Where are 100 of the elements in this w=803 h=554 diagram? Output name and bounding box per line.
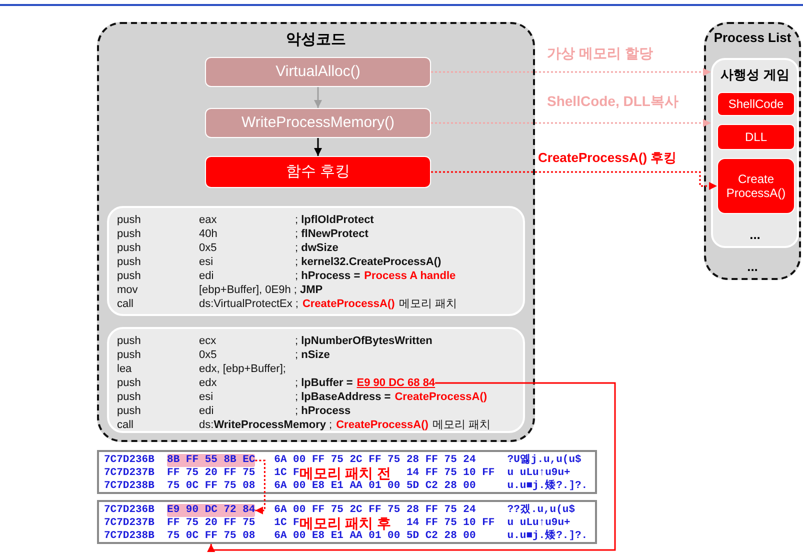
hex-text: 7C7D237B [104,467,154,480]
highlighted-bytes: 8B FF 55 8B EC [167,454,256,467]
code-text: ; lpflOldProtect [295,214,374,226]
code-text: edx, [ebp+Buffer]; [199,363,286,375]
edge-label: ShellCode, DLL복사 [545,93,680,111]
box-label: VirtualAlloc() [276,63,360,81]
code-text: push [117,228,141,240]
code-text: push [117,242,141,254]
code-text: ds:VirtualProtectEx ; [199,298,298,310]
hex-text: 75 0C FF 75 08 [167,530,256,543]
code-text: [ebp+Buffer], 0E9h ; JMP [199,284,323,296]
code-text: 40h [199,228,218,240]
code-text: ; lpBaseAddress = [295,391,391,403]
code-text: push [117,405,141,417]
hex-text: u uLu↑u9u+ [507,517,570,529]
hex-text: 7C7D238B [104,480,154,493]
box-label: 함수 후킹 [286,163,350,181]
group-box [704,22,801,280]
hex-text: 6A 00 E8 E1 AA 01 00 5D C2 28 00 [274,480,476,493]
code-text: call [117,419,134,431]
process-box [205,57,431,87]
annotation-label: 메모리 패치 전 [299,467,392,480]
hex-text: 7C7D236B [104,504,154,517]
code-text: lea [117,363,132,375]
code-text: ecx [199,335,216,347]
group-title: 악성코드 [285,30,347,49]
code-text: call [117,298,134,310]
group-box [711,58,799,248]
code-text: push [117,391,141,403]
arrow [314,138,322,156]
hex-text: 7C7D236B [104,454,154,467]
code-text: 0x5 [199,349,217,361]
box-label: Create ProcessA() [725,172,787,200]
code-block [107,206,525,316]
ellipsis-text: ... [748,227,762,242]
code-text: ; lpBuffer = [295,377,353,389]
hex-text: 6A 00 FF 75 2C FF 75 28 FF 75 24 [274,454,476,467]
code-text: ; dwSize [295,242,338,254]
code-text: ; kernel32.CreateProcessA() [295,256,442,268]
code-text: ; hProcess [295,405,351,417]
hex-dump-panel [97,450,597,494]
code-text: edi [199,405,214,417]
arrow [207,382,616,552]
code-text: 0x5 [199,242,217,254]
hex-text: u uLu↑u9u+ [507,467,570,479]
process-box [717,124,795,150]
code-text: ; lpNumberOfBytesWritten [295,335,432,347]
code-text: push [117,377,141,389]
group-title: 사행성 게임 [720,66,790,84]
process-box [205,156,431,188]
hex-text: 1C F [274,517,300,530]
process-box [717,92,795,116]
arrow [255,460,266,514]
process-box [717,158,795,214]
highlighted-bytes: E9 90 DC 72 84 [167,504,256,517]
code-text: 메모리 패치 [398,298,457,310]
highlighted-text: E9 90 DC 68 84 [356,377,436,389]
hex-text: ?U옗j.u,u(u$ [507,454,582,467]
code-text: ; hProcess = [295,270,360,282]
hex-text: u.u■j.矮?.]?. [507,480,588,493]
arrow [314,87,322,108]
code-text: CreateProcessA() [394,391,488,403]
arrow [431,119,711,127]
code-text: ; flNewProtect [295,228,368,240]
box-label: WriteProcessMemory() [241,114,395,132]
hex-text: ??겠.u,u(u$ [507,504,576,517]
code-text: mov [117,284,138,296]
arrow [431,171,717,190]
code-text: push [117,349,141,361]
code-text: esi [199,391,214,403]
code-text: ; nSize [295,349,330,361]
hex-text: 6A 00 FF 75 2C FF 75 28 FF 75 24 [274,504,476,517]
hex-text: FF 75 20 FF 75 [167,517,256,530]
code-text: push [117,270,141,282]
code-text: push [117,214,141,226]
code-text: ds:WriteProcessMemory ; [199,419,332,431]
code-block [107,327,525,433]
hex-text: 6A 00 E8 E1 AA 01 00 5D C2 28 00 [274,530,476,543]
arrow [431,68,711,76]
box-label: DLL [744,130,767,144]
hex-text: u.u■j.矮?.]?. [507,530,588,543]
box-label: ShellCode [728,96,784,112]
code-text: CreateProcessA() [302,298,395,310]
hex-text: 7C7D237B [104,517,154,530]
code-text: push [117,335,141,347]
code-text: eax [199,214,217,226]
group-box [97,22,535,442]
hex-text: 14 FF 75 10 FF [406,467,495,480]
code-text: CreateProcessA() [336,419,428,431]
code-text: edi [199,270,214,282]
process-box [205,108,431,138]
hex-text: 75 0C FF 75 08 [167,480,256,493]
hex-text: 7C7D238B [104,530,154,543]
code-text: edx [199,377,217,389]
edge-label: 가상 메모리 할당 [545,45,655,63]
code-text: esi [199,256,214,268]
hex-text: 14 FF 75 10 FF [406,517,495,530]
code-text: 메모리 패치 [432,419,490,431]
hex-text: FF 75 20 FF 75 [167,467,256,480]
group-title: Process List [712,30,792,45]
